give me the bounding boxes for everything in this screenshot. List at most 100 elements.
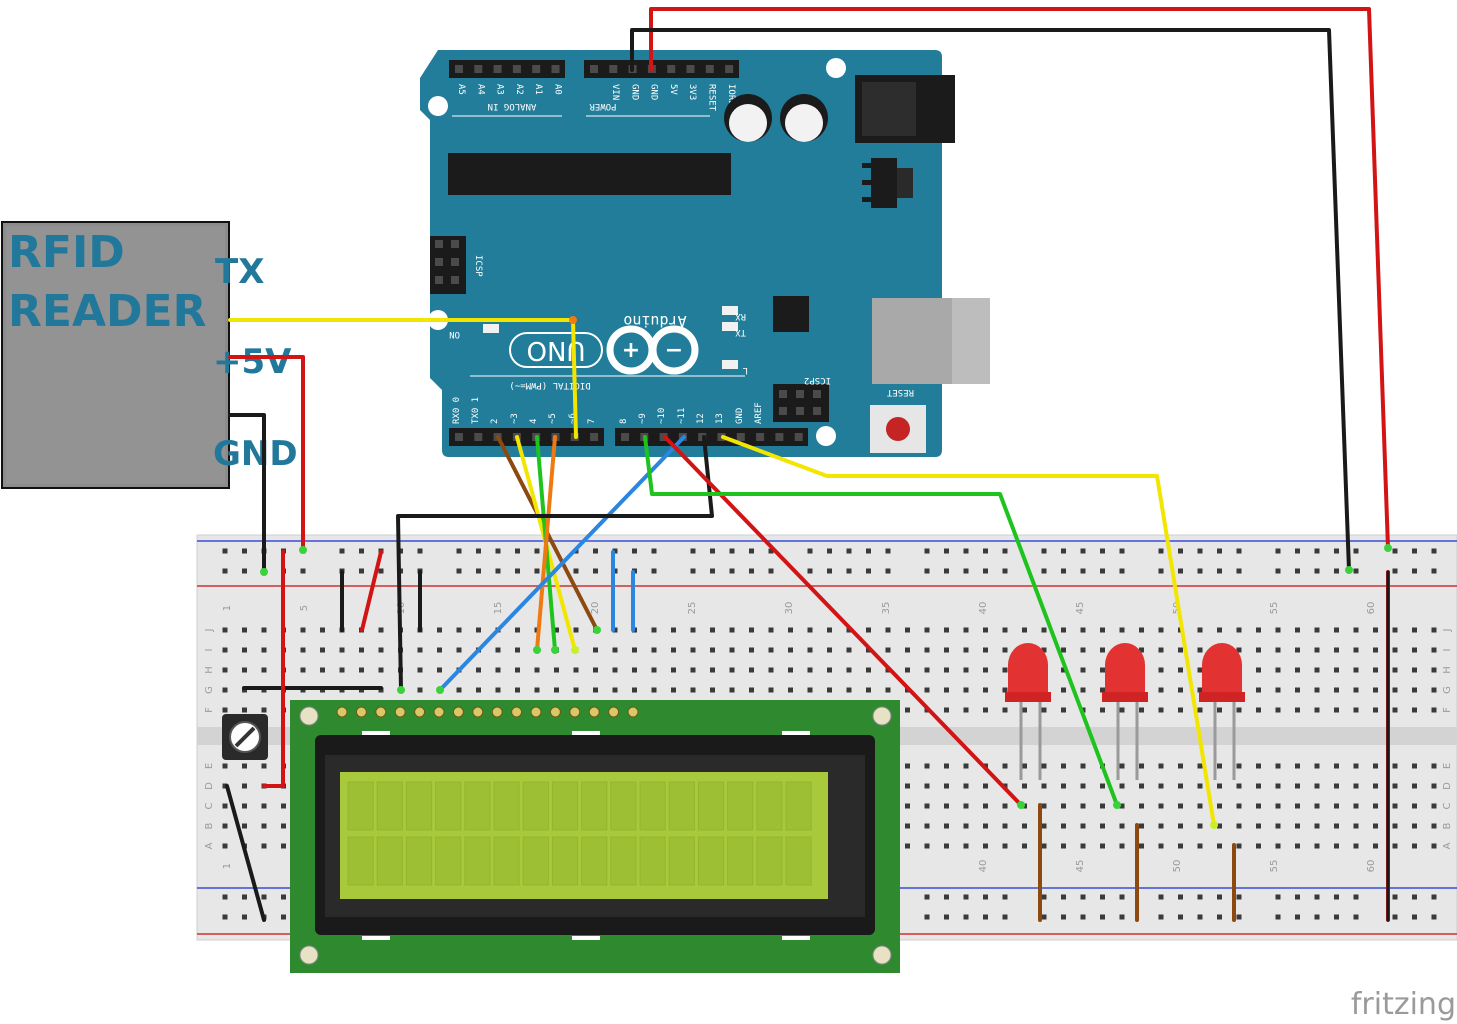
breadboard-hole — [222, 803, 228, 809]
breadboard-hole — [632, 667, 637, 673]
rail-hole — [359, 548, 364, 554]
rail-hole — [944, 914, 949, 920]
row-letter: B — [1442, 822, 1453, 829]
breadboard-hole — [1139, 627, 1144, 633]
breadboard-hole — [1100, 667, 1105, 673]
rail-hole — [924, 894, 930, 900]
breadboard-hole — [1392, 803, 1398, 809]
breadboard-hole — [261, 627, 267, 633]
breadboard-hole — [300, 647, 306, 653]
rail-hole — [1314, 894, 1320, 900]
breadboard-hole — [944, 783, 949, 789]
breadboard-hole — [1197, 783, 1203, 789]
breadboard-hole — [593, 667, 598, 673]
breadboard-hole — [983, 823, 988, 829]
breadboard-hole — [1002, 707, 1008, 713]
breadboard-hole — [1353, 687, 1359, 693]
mount-hole — [816, 426, 836, 446]
breadboard-hole — [573, 667, 579, 673]
icsp2-pins — [779, 390, 821, 415]
breadboard-hole — [924, 667, 930, 673]
breadboard-hole — [963, 803, 969, 809]
breadboard-hole — [1392, 823, 1398, 829]
breadboard-hole — [905, 763, 910, 769]
breadboard-hole — [1158, 627, 1164, 633]
header-pin — [455, 433, 463, 441]
lcd-character-cell — [435, 781, 462, 831]
rail-hole — [1158, 914, 1164, 920]
breadboard-hole — [788, 627, 793, 633]
lcd-character-cells — [347, 781, 812, 886]
rail-hole — [1002, 914, 1008, 920]
breadboard-hole — [1178, 783, 1183, 789]
arduino-logo: + − — [606, 325, 699, 375]
voltage-regulator — [871, 158, 897, 208]
rail-hole — [1158, 568, 1164, 574]
rail-hole — [1353, 914, 1359, 920]
lcd-character-cell — [581, 781, 608, 831]
breadboard-hole — [1295, 687, 1300, 693]
breadboard-hole — [1236, 843, 1242, 849]
arduino-pcb — [420, 50, 942, 457]
header-pin — [474, 65, 483, 73]
breadboard-hole — [1295, 783, 1300, 789]
rail-hole — [651, 568, 657, 574]
breadboard-hole — [1061, 647, 1066, 653]
power-pin-label: GND — [649, 84, 659, 100]
breadboard-hole — [1373, 823, 1378, 829]
breadboard-hole — [1041, 783, 1047, 789]
icsp2-header — [773, 384, 829, 422]
rail-hole — [1431, 548, 1437, 554]
rail-hole — [242, 548, 247, 554]
breadboard-hole — [261, 823, 267, 829]
breadboard-hole — [1412, 823, 1417, 829]
breadboard-hole — [1256, 843, 1261, 849]
breadboard-hole — [1373, 647, 1378, 653]
rail-hole — [1178, 548, 1183, 554]
column-number: 45 — [1075, 602, 1086, 615]
lcd-character-cell — [639, 781, 666, 831]
regulator-pin — [862, 163, 871, 168]
breadboard-hole — [1139, 763, 1144, 769]
breadboard-hole — [1080, 667, 1086, 673]
row-letter: A — [204, 842, 215, 849]
breadboard-hole — [476, 687, 481, 693]
breadboard-hole — [905, 667, 910, 673]
rail-hole — [846, 548, 852, 554]
breadboard-hole — [1334, 707, 1339, 713]
breadboard-hole — [261, 667, 267, 673]
rail-hole — [1061, 894, 1066, 900]
rail-hole — [612, 548, 618, 554]
breadboard-hole — [1217, 783, 1222, 789]
rail-hole — [1197, 914, 1203, 920]
breadboard-hole — [905, 647, 910, 653]
breadboard-hole — [1275, 667, 1281, 673]
icsp2-pin — [796, 407, 804, 415]
breadboard-hole — [1392, 647, 1398, 653]
breadboard-hole — [1431, 763, 1437, 769]
breadboard-hole — [593, 647, 598, 653]
breadboard-hole — [924, 783, 930, 789]
breadboard-hole — [1002, 843, 1008, 849]
breadboard-hole — [1431, 687, 1437, 693]
rail-hole — [710, 568, 715, 574]
lcd-pin — [394, 706, 406, 718]
rail-hole — [1431, 914, 1437, 920]
rail-hole — [1236, 568, 1242, 574]
breadboard-hole — [1158, 667, 1164, 673]
breadboard-hole — [222, 707, 228, 713]
rail-hole — [1217, 914, 1222, 920]
breadboard-hole — [1139, 843, 1144, 849]
breadboard-hole — [1236, 823, 1242, 829]
breadboard-hole — [1353, 763, 1359, 769]
breadboard-hole — [1178, 667, 1183, 673]
breadboard-hole — [1275, 843, 1281, 849]
breadboard-hole — [515, 647, 520, 653]
breadboard-hole — [846, 667, 852, 673]
breadboard-hole — [1295, 627, 1300, 633]
breadboard-hole — [749, 687, 754, 693]
breadboard-hole — [1178, 823, 1183, 829]
breadboard-hole — [963, 823, 969, 829]
icsp2-pin — [813, 407, 821, 415]
